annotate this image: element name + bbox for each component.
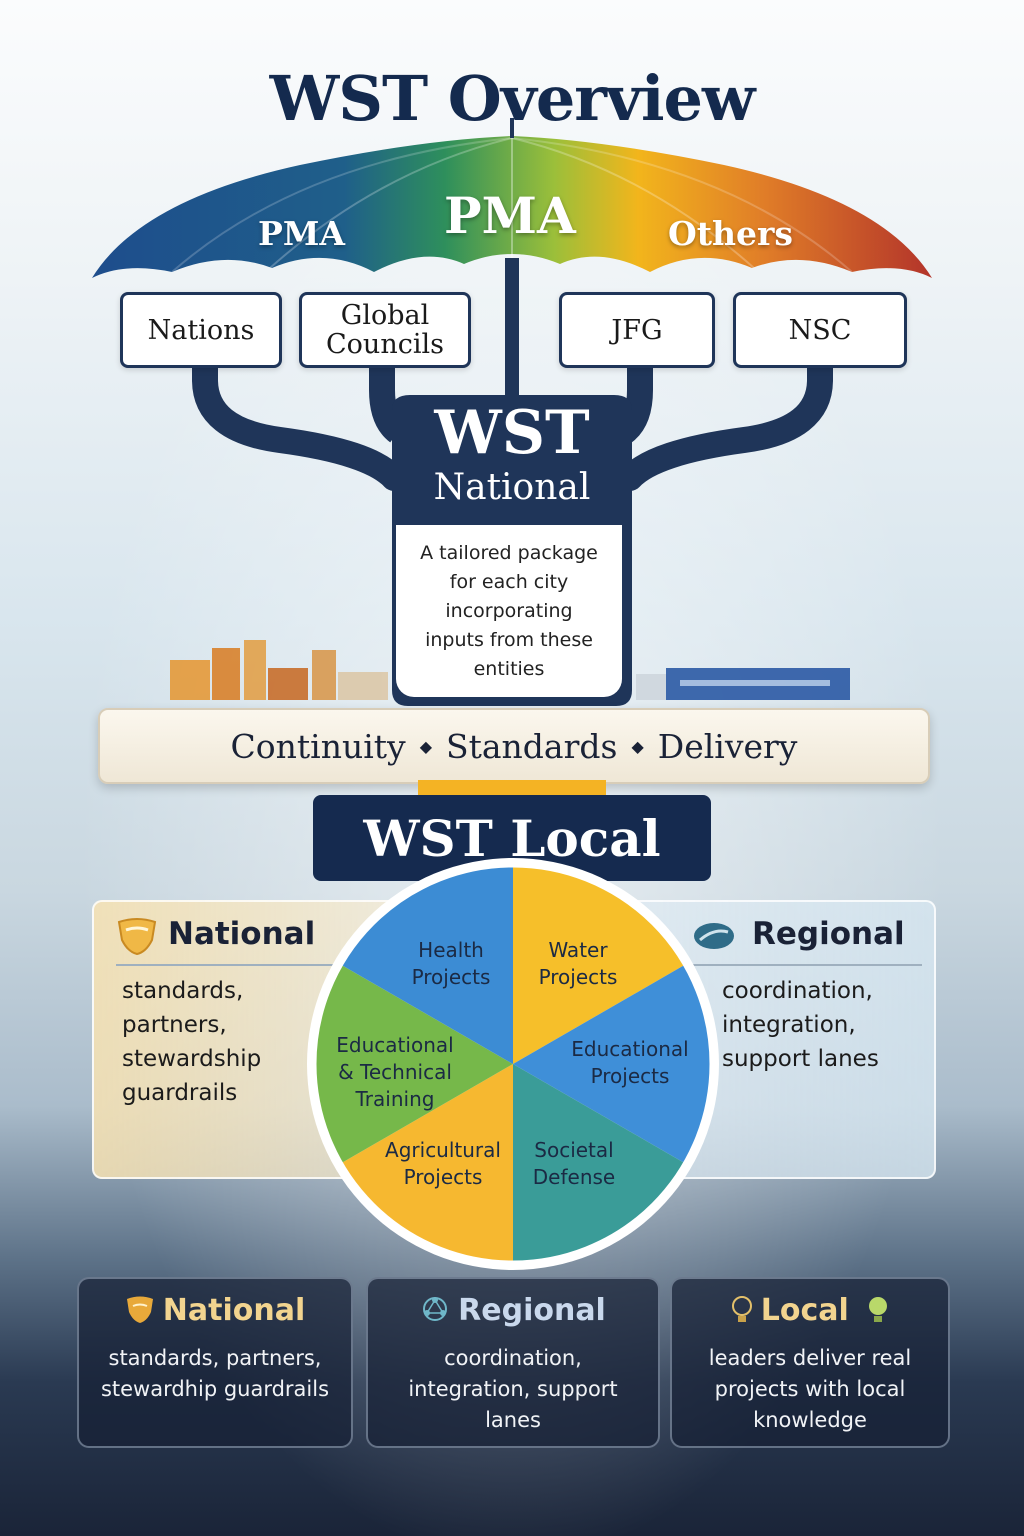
wheel-segment [341,866,513,1064]
package-text: A tailored package for each city incorpo… [420,541,598,680]
wst-national-title: WST [434,398,590,468]
lightbulb-icon [731,1296,752,1322]
city-skyline [170,640,850,700]
banner-connector [418,780,606,798]
lightbulb-icon [869,1297,888,1322]
wst-national-description: A tailored package for each city incorpo… [396,525,622,697]
card-title-text: National [162,1293,306,1328]
card-national-title: National [79,1293,351,1328]
national-line: stewardship [122,1046,262,1072]
regional-line: integration, [722,1012,856,1038]
regional-panel-divider [692,964,922,966]
wheel-segment [341,1064,513,1262]
umbrella-label-center: PMA [444,186,576,245]
entity-global-councils: Global Councils [299,292,471,368]
network-icon [423,1297,448,1321]
national-panel-title: National [168,916,316,952]
wheel-segment [513,866,685,1064]
card-national-text: standards, partners, stewardhip guardrai… [100,1346,330,1401]
card-title-text: Regional [458,1293,606,1328]
national-line: standards, [122,978,244,1004]
banner-delivery: Delivery [657,726,798,766]
wedge-label-water: Water Projects [538,938,618,989]
card-local-text: leaders deliver real projects with local… [708,1346,912,1432]
shield-icon [126,1296,153,1323]
banner-continuity: Continuity [230,726,406,766]
wst-national-subtitle: National [433,467,591,508]
card-national: National standards, partners, stewardhip… [77,1277,353,1448]
wheel-segment [513,965,711,1163]
card-regional-text: coordination, integration, support lanes [408,1346,618,1432]
umbrella-label-left: PMA [258,214,345,253]
wedge-label-societal-defense: Societal Defense [532,1138,616,1189]
wedge-label-educational: Educational Projects [571,1037,689,1088]
card-local: Local leaders deliver real projects with… [670,1277,950,1448]
national-line: guardrails [122,1080,238,1106]
banner-separator: ◆ [419,736,433,756]
umbrella-label-right: Others [668,214,793,253]
wheel-segment [315,965,513,1163]
card-title-text: Local [760,1293,849,1328]
wedge-label-educational-technical: Educational & Technical Training [336,1033,454,1111]
card-local-title: Local [672,1293,948,1328]
umbrella-canopy [92,136,932,278]
national-panel-divider [116,964,366,966]
banner-standards: Standards [446,726,618,766]
shield-icon [117,918,157,956]
wedge-label-agricultural: Agricultural Projects [385,1138,501,1189]
regional-panel-text: coordination, integration, support lanes [722,974,879,1076]
entity-jfg: JFG [559,292,715,368]
wedge-label-health: Health Projects [411,938,491,989]
wheel-segment [513,1064,685,1262]
principles-banner: Continuity ◆ Standards ◆ Delivery [98,708,930,784]
regional-line: support lanes [722,1046,879,1072]
wst-national-heading: WST National [392,400,632,510]
entity-nations: Nations [120,292,282,368]
leaf-icon [694,923,734,949]
regional-line: coordination, [722,978,873,1004]
entity-nsc: NSC [733,292,907,368]
card-regional-title: Regional [368,1293,658,1328]
national-line: partners, [122,1012,227,1038]
regional-panel-title: Regional [752,916,905,952]
national-panel-text: standards, partners, stewardship guardra… [122,974,261,1110]
card-regional: Regional coordination, integration, supp… [366,1277,660,1448]
banner-separator: ◆ [631,736,644,756]
